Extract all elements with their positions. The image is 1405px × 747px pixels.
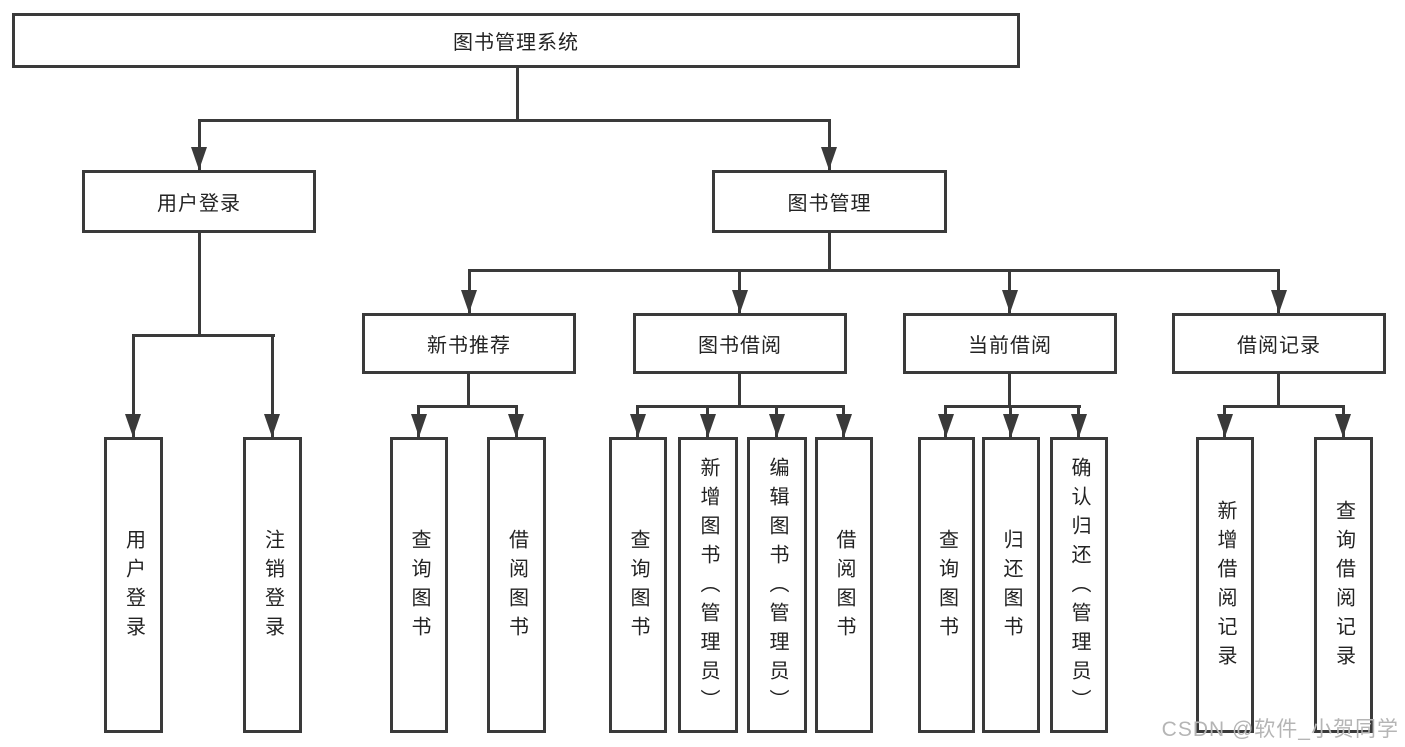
arrowhead-down-icon — [1002, 290, 1018, 313]
connector-line — [198, 119, 201, 170]
connector-line — [738, 372, 741, 408]
arrowhead-down-icon — [1271, 290, 1287, 313]
connector-line — [198, 231, 201, 337]
leaf-query-books-recommend: 查询图书 — [390, 437, 448, 733]
node-book-borrow: 图书借阅 — [633, 313, 847, 374]
leaf-borrow-books-recommend: 借阅图书 — [487, 437, 546, 733]
connector-line — [271, 334, 274, 437]
arrowhead-down-icon — [411, 414, 427, 437]
node-current-borrow: 当前借阅 — [903, 313, 1117, 374]
arrowhead-down-icon — [732, 290, 748, 313]
arrowhead-down-icon — [769, 414, 785, 437]
leaf-user-login: 用户登录 — [104, 437, 163, 733]
connector-line — [418, 405, 518, 408]
arrowhead-down-icon — [938, 414, 954, 437]
arrowhead-down-icon — [1335, 414, 1351, 437]
node-book-management: 图书管理 — [712, 170, 947, 233]
node-new-book-recommend: 新书推荐 — [362, 313, 576, 374]
leaf-logout: 注销登录 — [243, 437, 302, 733]
leaf-borrow-books: 借阅图书 — [815, 437, 873, 733]
arrowhead-down-icon — [1071, 414, 1087, 437]
node-user-login: 用户登录 — [82, 170, 316, 233]
leaf-add-books-admin: 新增图书（管理员） — [678, 437, 738, 733]
connector-line — [132, 334, 135, 437]
connector-line — [828, 231, 831, 272]
arrowhead-down-icon — [836, 414, 852, 437]
connector-line — [945, 405, 1081, 408]
arrowhead-down-icon — [461, 290, 477, 313]
leaf-return-books: 归还图书 — [982, 437, 1040, 733]
connector-line — [828, 119, 831, 170]
csdn-watermark: CSDN @软件_小贺同学 — [1161, 718, 1399, 741]
node-root: 图书管理系统 — [12, 13, 1020, 68]
arrowhead-down-icon — [1217, 414, 1233, 437]
arrowhead-down-icon — [630, 414, 646, 437]
leaf-query-books-current: 查询图书 — [918, 437, 975, 733]
arrowhead-down-icon — [821, 147, 837, 170]
connector-line — [468, 269, 1280, 272]
arrowhead-down-icon — [264, 414, 280, 437]
node-borrow-records: 借阅记录 — [1172, 313, 1386, 374]
connector-line — [132, 334, 275, 337]
arrowhead-down-icon — [191, 147, 207, 170]
connector-line — [1008, 372, 1011, 408]
leaf-query-books-borrow: 查询图书 — [609, 437, 667, 733]
leaf-edit-books-admin: 编辑图书（管理员） — [747, 437, 807, 733]
arrowhead-down-icon — [700, 414, 716, 437]
connector-line — [1224, 405, 1345, 408]
connector-line — [516, 66, 519, 119]
connector-line — [467, 372, 470, 408]
connector-line — [637, 405, 845, 408]
leaf-add-borrow-record: 新增借阅记录 — [1196, 437, 1254, 733]
connector-line — [198, 119, 831, 122]
connector-line — [1277, 372, 1280, 408]
leaf-query-borrow-record: 查询借阅记录 — [1314, 437, 1373, 733]
arrowhead-down-icon — [1003, 414, 1019, 437]
leaf-confirm-return-admin: 确认归还（管理员） — [1050, 437, 1108, 733]
arrowhead-down-icon — [125, 414, 141, 437]
arrowhead-down-icon — [508, 414, 524, 437]
